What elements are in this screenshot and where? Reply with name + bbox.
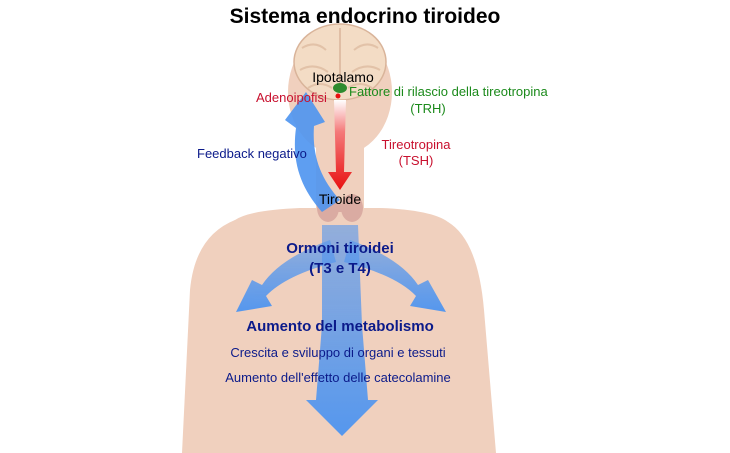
pituitary-dot [335, 93, 341, 99]
trh-abbrev-label: (TRH) [410, 101, 446, 116]
diagram-title: Sistema endocrino tiroideo [229, 5, 501, 28]
thyroid-hormones-abbrev-label: (T3 e T4) [309, 260, 371, 277]
hormone-arrows [236, 225, 446, 436]
metabolism-label: Aumento del metabolismo [246, 318, 434, 335]
tsh-label: Tireotropina [381, 137, 451, 152]
growth-effect-label: Crescita e sviluppo di organi e tessuti [230, 345, 446, 360]
thyroid-hormones-label: Ormoni tiroidei [286, 240, 394, 257]
thyroid-label: Tiroide [318, 191, 362, 207]
catecholamine-effect-label: Aumento dell'effetto delle catecolamine [225, 370, 451, 385]
feedback-label: Feedback negativo [197, 146, 307, 161]
tsh-arrow [328, 100, 352, 190]
trh-label: Fattore di rilascio della tireotropina [349, 84, 548, 99]
feedback-arrow [285, 92, 340, 212]
tsh-abbrev-label: (TSH) [398, 153, 434, 168]
pituitary-label: Adenoipofisi [256, 90, 327, 105]
hypothalamus-label: Ipotalamo [312, 69, 374, 85]
pituitary-gland [333, 83, 347, 93]
